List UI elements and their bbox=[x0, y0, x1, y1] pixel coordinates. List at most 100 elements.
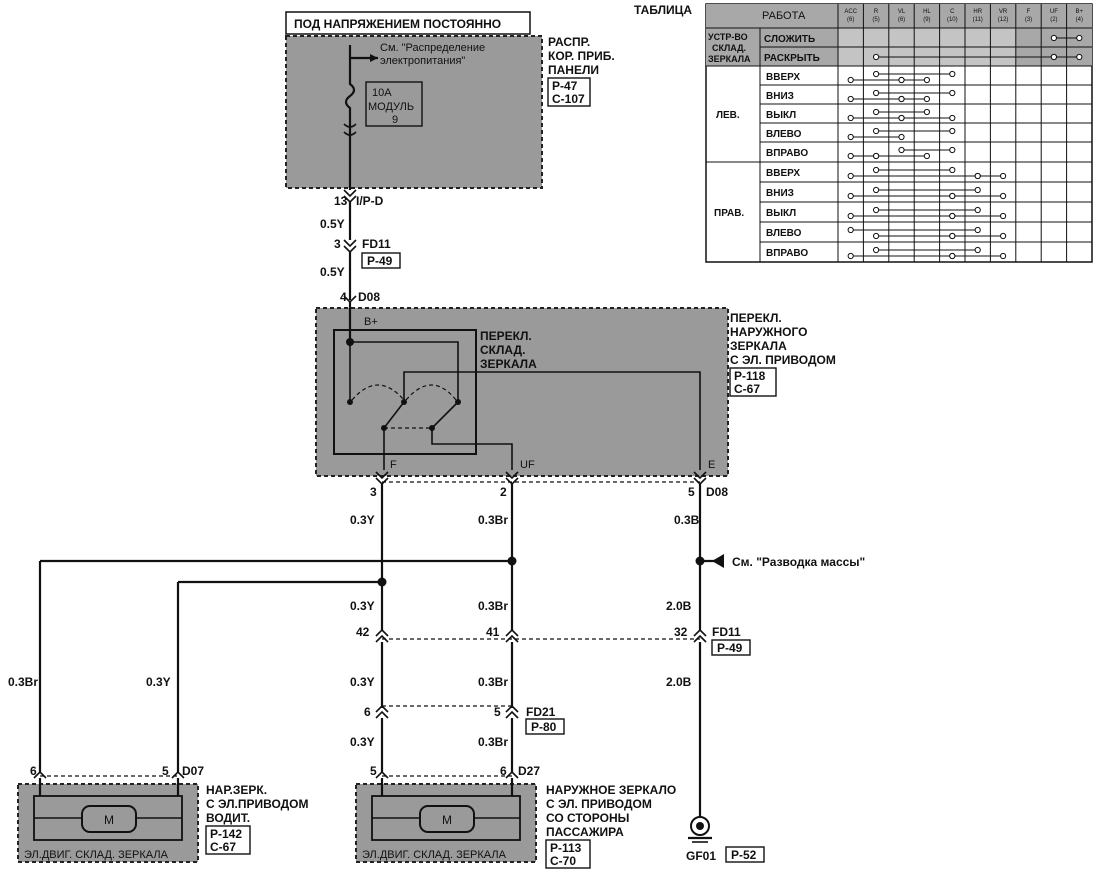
contact-dot bbox=[1000, 172, 1007, 180]
operation-table bbox=[705, 3, 1093, 263]
contact-dot bbox=[847, 133, 854, 141]
contact-dot bbox=[873, 89, 880, 97]
d08-pin-4: 4 bbox=[340, 290, 347, 304]
contact-dot bbox=[1000, 232, 1007, 240]
d08-pin-3: 3 bbox=[370, 485, 377, 499]
table-col-header: VR bbox=[999, 9, 1008, 15]
constant-power-header-box bbox=[285, 11, 531, 35]
contact-dot bbox=[923, 152, 931, 160]
contact-dot bbox=[1050, 34, 1058, 42]
contact-dot bbox=[1000, 212, 1007, 220]
driver-motor-icon bbox=[81, 805, 137, 833]
table-col-header: HR bbox=[973, 9, 982, 15]
table-col-pin: (6) bbox=[847, 17, 854, 23]
d27-connector: D27 bbox=[518, 764, 540, 778]
table-row-right: ВПРАВО bbox=[766, 248, 808, 259]
ip-box-label-2: КОР. ПРИБ. bbox=[548, 49, 615, 63]
table-col-pin: (3) bbox=[1025, 17, 1032, 23]
ip-box-label-1: РАСПР. bbox=[548, 35, 590, 49]
d08-pin-2: 2 bbox=[500, 485, 507, 499]
table-row-left: ВВЕРХ bbox=[766, 72, 800, 83]
fold-group-label-1: УСТР-ВО bbox=[708, 32, 748, 42]
contact-dot bbox=[1076, 34, 1083, 42]
fold-group-label-2: СКЛАД. bbox=[712, 43, 746, 53]
table-col-pin: (2) bbox=[1050, 17, 1057, 23]
contact-dot bbox=[949, 232, 956, 240]
contact-dot bbox=[974, 186, 981, 194]
gf01-ref: P-52 bbox=[731, 848, 757, 862]
table-row-right: ВНИЗ bbox=[766, 188, 794, 199]
driver-mirror-label-3: ВОДИТ. bbox=[206, 811, 250, 825]
table-row-left: ВЛЕВО bbox=[766, 129, 802, 140]
contact-dot bbox=[923, 108, 931, 116]
term-uf: UF bbox=[520, 459, 535, 471]
wire-0-5y-a: 0.5Y bbox=[320, 217, 345, 231]
ip-box-ref-2: C-107 bbox=[552, 92, 585, 106]
contact-dot bbox=[949, 89, 956, 97]
row-fold: СЛОЖИТЬ bbox=[764, 34, 815, 45]
pin-32: 32 bbox=[674, 625, 688, 639]
wire-2-0b-b: 2.0B bbox=[666, 675, 692, 689]
table-row-left: ВЫКЛ bbox=[766, 110, 796, 121]
driver-motor-m: M bbox=[104, 813, 114, 827]
fold-switch-label-2: СКЛАД. bbox=[480, 343, 525, 357]
contact-dot bbox=[974, 172, 981, 180]
pin-41: 41 bbox=[486, 625, 500, 639]
ground-ref-label: См. "Разводка массы" bbox=[732, 555, 865, 569]
switch-label-4: С ЭЛ. ПРИВОДОМ bbox=[730, 353, 836, 367]
fd21-ref: P-80 bbox=[531, 720, 557, 734]
table-col-pin: (12) bbox=[998, 17, 1009, 23]
contact-dot bbox=[873, 186, 880, 194]
contact-dot bbox=[873, 232, 880, 240]
contact-dot bbox=[847, 152, 854, 160]
wire-0-3y-left: 0.3Y bbox=[146, 675, 171, 689]
table-col-pin: (4) bbox=[1076, 17, 1083, 23]
ip-box-ref-1: P-47 bbox=[552, 79, 578, 93]
ip-d-connector: I/P-D bbox=[356, 194, 384, 208]
contact-dot bbox=[898, 133, 905, 141]
contact-dot bbox=[873, 206, 880, 214]
wire-2-0b-a: 2.0B bbox=[666, 599, 692, 613]
contact-dot bbox=[873, 53, 880, 61]
contact-dot bbox=[873, 246, 880, 254]
table-col-header: C bbox=[950, 9, 955, 15]
constant-power-header: ПОД НАПРЯЖЕНИЕМ ПОСТОЯННО bbox=[294, 17, 501, 31]
fd21-pin-5: 5 bbox=[494, 705, 501, 719]
wire-0-3y-a: 0.3Y bbox=[350, 513, 375, 527]
d08-connector-b: D08 bbox=[706, 485, 728, 499]
wire-0-3br-b: 0.3Br bbox=[478, 599, 508, 613]
d07-connector: D07 bbox=[182, 764, 204, 778]
left-group-label: ЛЕВ. bbox=[716, 110, 740, 121]
contact-dot bbox=[847, 226, 854, 234]
d07-pin-5: 5 bbox=[162, 764, 169, 778]
d08-connector: D08 bbox=[358, 290, 380, 304]
fold-group-label-3: ЗЕРКАЛА bbox=[708, 54, 751, 64]
table-col-header: HL bbox=[923, 9, 931, 15]
ip-d-pin: 13 bbox=[334, 194, 348, 208]
contact-dot bbox=[873, 108, 880, 116]
driver-mirror-ref-1: P-142 bbox=[210, 827, 242, 841]
d27-pin-5: 5 bbox=[370, 764, 377, 778]
table-col-header: VL bbox=[898, 9, 906, 15]
fold-switch-label-3: ЗЕРКАЛА bbox=[480, 357, 537, 371]
wire-0-3br-left: 0.3Br bbox=[8, 675, 38, 689]
table-col-header: UF bbox=[1050, 9, 1058, 15]
table-row-right: ВЫКЛ bbox=[766, 208, 796, 219]
d07-pin-6: 6 bbox=[30, 764, 37, 778]
contact-dot bbox=[1076, 53, 1083, 61]
table-col-pin: (10) bbox=[947, 17, 958, 23]
contact-dot bbox=[949, 212, 956, 220]
ip-junction-box bbox=[285, 35, 543, 189]
table-col-pin: (9) bbox=[923, 17, 930, 23]
gf01-label: GF01 bbox=[686, 849, 716, 863]
fuse-module-label: МОДУЛЬ bbox=[368, 101, 414, 113]
term-f: F bbox=[390, 459, 397, 471]
contact-dot bbox=[923, 95, 931, 103]
contact-dot bbox=[847, 114, 854, 122]
fuse-module-box bbox=[365, 81, 423, 127]
contact-dot bbox=[1000, 252, 1007, 260]
contact-dot bbox=[847, 172, 854, 180]
switch-ref-1: P-118 bbox=[734, 369, 766, 383]
driver-mirror-label-1: НАР.ЗЕРК. bbox=[206, 783, 267, 797]
